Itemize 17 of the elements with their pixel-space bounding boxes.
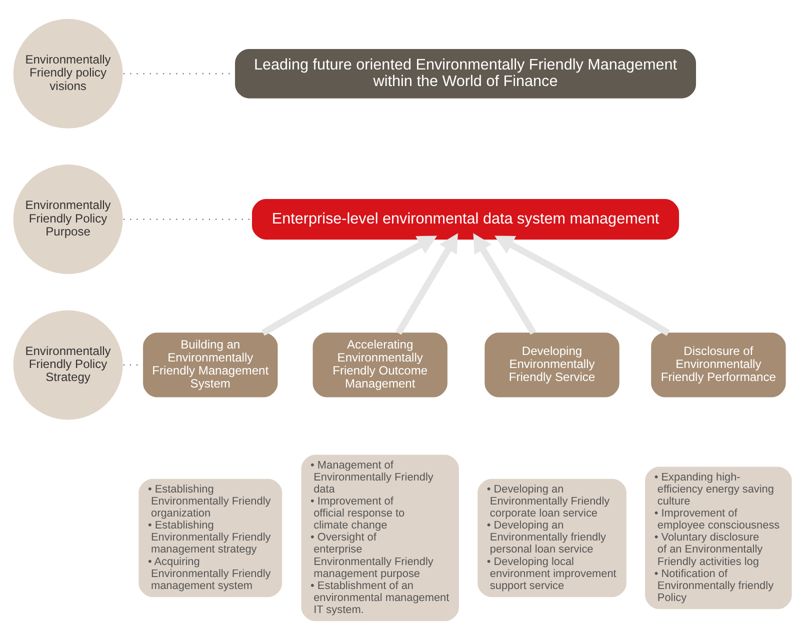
node-circle: Environmentally Friendly Policy Strategy — [12, 309, 124, 421]
node-box: • Establishing Environmentally Friendly organization • Establishing Environmentally Friendly management strategy • Acquiring Environmentally Friendly management system — [138, 478, 282, 598]
arrow — [396, 233, 458, 335]
node-box: Developing Environmentally Friendly Service — [484, 332, 620, 398]
node-circle: Environmentally Friendly policy visions — [12, 18, 124, 130]
node-box: Enterprise-level environmental data system management — [252, 199, 680, 240]
node-box: • Management of Environmentally Friendly data • Improvement of official response to climate change • Oversight of enterprise Environmentally Friendly management purpose • Establishment of an environmental management IT system. — [301, 454, 459, 622]
node-box: • Expanding high-efficiency energy saving culture • Improvement of employee consciousness • Voluntary disclosure of an Environmentally Friendly activities log • Notification of Environmentally friendly Policy — [645, 466, 792, 610]
node-box: Accelerating Environmentally Friendly Outcome Management — [312, 332, 448, 398]
arrow — [494, 236, 670, 336]
node-box: Leading future oriented Environmentally Friendly Management within the World of Finance — [235, 49, 696, 98]
node-circle: Environmentally Friendly Policy Purpose — [12, 163, 124, 276]
arrow — [261, 236, 438, 336]
arrow — [473, 233, 536, 335]
node-box: • Developing an Environmentally Friendly corporate loan service • Developing an Environmentally friendly personal loan service • Developing local environment improvement support service — [478, 478, 626, 598]
node-box: Disclosure of Environmentally Friendly Performance — [651, 332, 786, 398]
node-box: Building an Environmentally Friendly Management System — [143, 332, 278, 398]
